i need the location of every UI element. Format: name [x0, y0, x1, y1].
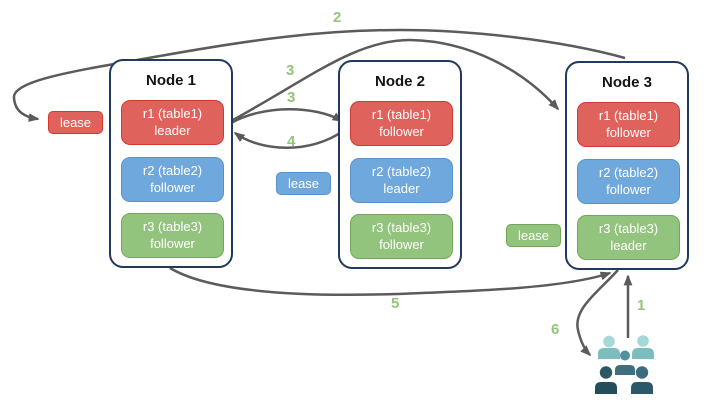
step-label-5: 5: [391, 295, 400, 312]
node-3-title: Node 3: [601, 74, 652, 91]
node-2-replica-r2: r2 (table2) leader: [350, 158, 453, 203]
arrow-step-6: [576, 269, 619, 357]
user-body-front-right: [631, 382, 653, 394]
user-head-front-left: [599, 366, 613, 379]
replica-name: r2 (table2): [371, 163, 432, 179]
node-2-replica-r1: r1 (table1) follower: [350, 101, 453, 146]
node-1-title: Node 1: [145, 72, 196, 89]
node-2-replica-r3: r3 (table3) follower: [350, 214, 453, 259]
node-3-replica-r2: r2 (table2) follower: [577, 159, 680, 204]
step-label-4: 4: [287, 133, 296, 150]
replica-role: follower: [150, 235, 195, 251]
node-3-replica-r1: r1 (table1) follower: [577, 102, 680, 147]
replica-name: r1 (table1): [142, 105, 203, 121]
arrow-step-4: [233, 129, 344, 149]
step-label-1: 1: [637, 297, 646, 314]
replica-role: follower: [379, 123, 424, 139]
lease-badge-green: lease: [506, 224, 561, 247]
lease-badge-blue: lease: [276, 172, 331, 195]
replica-role: follower: [379, 236, 424, 252]
step-label-3-upper: 3: [286, 62, 295, 79]
step-label-3-lower: 3: [287, 89, 296, 106]
replica-name: r2 (table2): [142, 162, 203, 178]
replica-name: r3 (table3): [142, 218, 203, 234]
step-label-2: 2: [333, 9, 342, 26]
replica-role: leader: [383, 180, 420, 196]
node-1-replica-r3: r3 (table3) follower: [121, 213, 224, 258]
user-body-back-right: [632, 348, 654, 359]
replica-role: leader: [610, 237, 647, 253]
user-head-back-right: [637, 335, 649, 347]
user-head-front-right: [635, 366, 649, 379]
user-body-back-left: [598, 348, 620, 359]
arrow-step-2: [12, 28, 626, 122]
step-label-6: 6: [551, 321, 560, 338]
node-3-replica-r3: r3 (table3) leader: [577, 215, 680, 260]
replica-name: r3 (table3): [371, 219, 432, 235]
user-head-back-left: [603, 335, 615, 348]
node-2-box: Node 2 r1 (table1) follower r2 (table2) …: [338, 60, 462, 269]
node-3-box: Node 3 r1 (table1) follower r2 (table2) …: [565, 61, 689, 270]
replica-role: follower: [606, 181, 651, 197]
user-body-front-left: [595, 382, 617, 394]
arrow-step-3-to-node2: [230, 108, 344, 125]
node-1-replica-r2: r2 (table2) follower: [121, 157, 224, 202]
replica-name: r2 (table2): [598, 164, 659, 180]
replica-name: r1 (table1): [598, 107, 659, 123]
replica-role: follower: [606, 124, 651, 140]
users-group-icon: [595, 335, 654, 394]
arrow-step-5: [169, 266, 612, 297]
arrow-step-3-to-node3: [230, 38, 560, 123]
lease-badge-red: lease: [48, 111, 103, 134]
node-2-title: Node 2: [374, 73, 425, 90]
replica-name: r1 (table1): [371, 106, 432, 122]
user-body-middle: [615, 365, 635, 375]
node-1-replica-r1: r1 (table1) leader: [121, 100, 224, 145]
replica-role: follower: [150, 179, 195, 195]
replica-name: r3 (table3): [598, 220, 659, 236]
user-head-middle: [620, 350, 630, 361]
replica-role: leader: [154, 122, 191, 138]
node-1-box: Node 1 r1 (table1) leader r2 (table2) fo…: [109, 59, 233, 268]
